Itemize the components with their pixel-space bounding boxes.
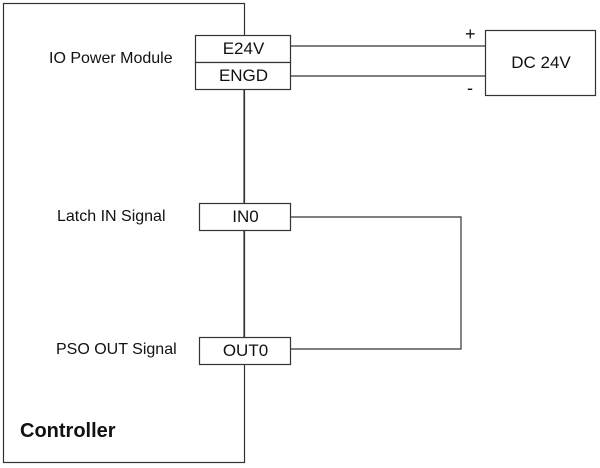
plus-sign: + [465, 24, 476, 44]
wire-loopback [291, 216, 462, 350]
dc-supply-box [484, 29, 597, 97]
terminal-out0-box [198, 336, 292, 366]
terminal-in0-box [198, 202, 292, 232]
minus-sign: - [467, 78, 473, 98]
terminal-e24v-box [194, 34, 292, 64]
terminal-out0-text: OUT0 [222, 341, 269, 360]
terminal-in0-text: IN0 [232, 207, 259, 226]
terminal-engd-text: ENGD [218, 66, 269, 85]
io-power-module-label: IO Power Module [49, 50, 173, 67]
latch-in-signal-label: Latch IN Signal [57, 208, 166, 225]
terminal-e24v-text: E24V [222, 39, 265, 58]
dc-supply-text: DC 24V [511, 53, 571, 72]
terminal-engd-box [194, 61, 292, 91]
controller-title: Controller [20, 420, 116, 442]
pso-out-signal-label: PSO OUT Signal [56, 341, 177, 358]
